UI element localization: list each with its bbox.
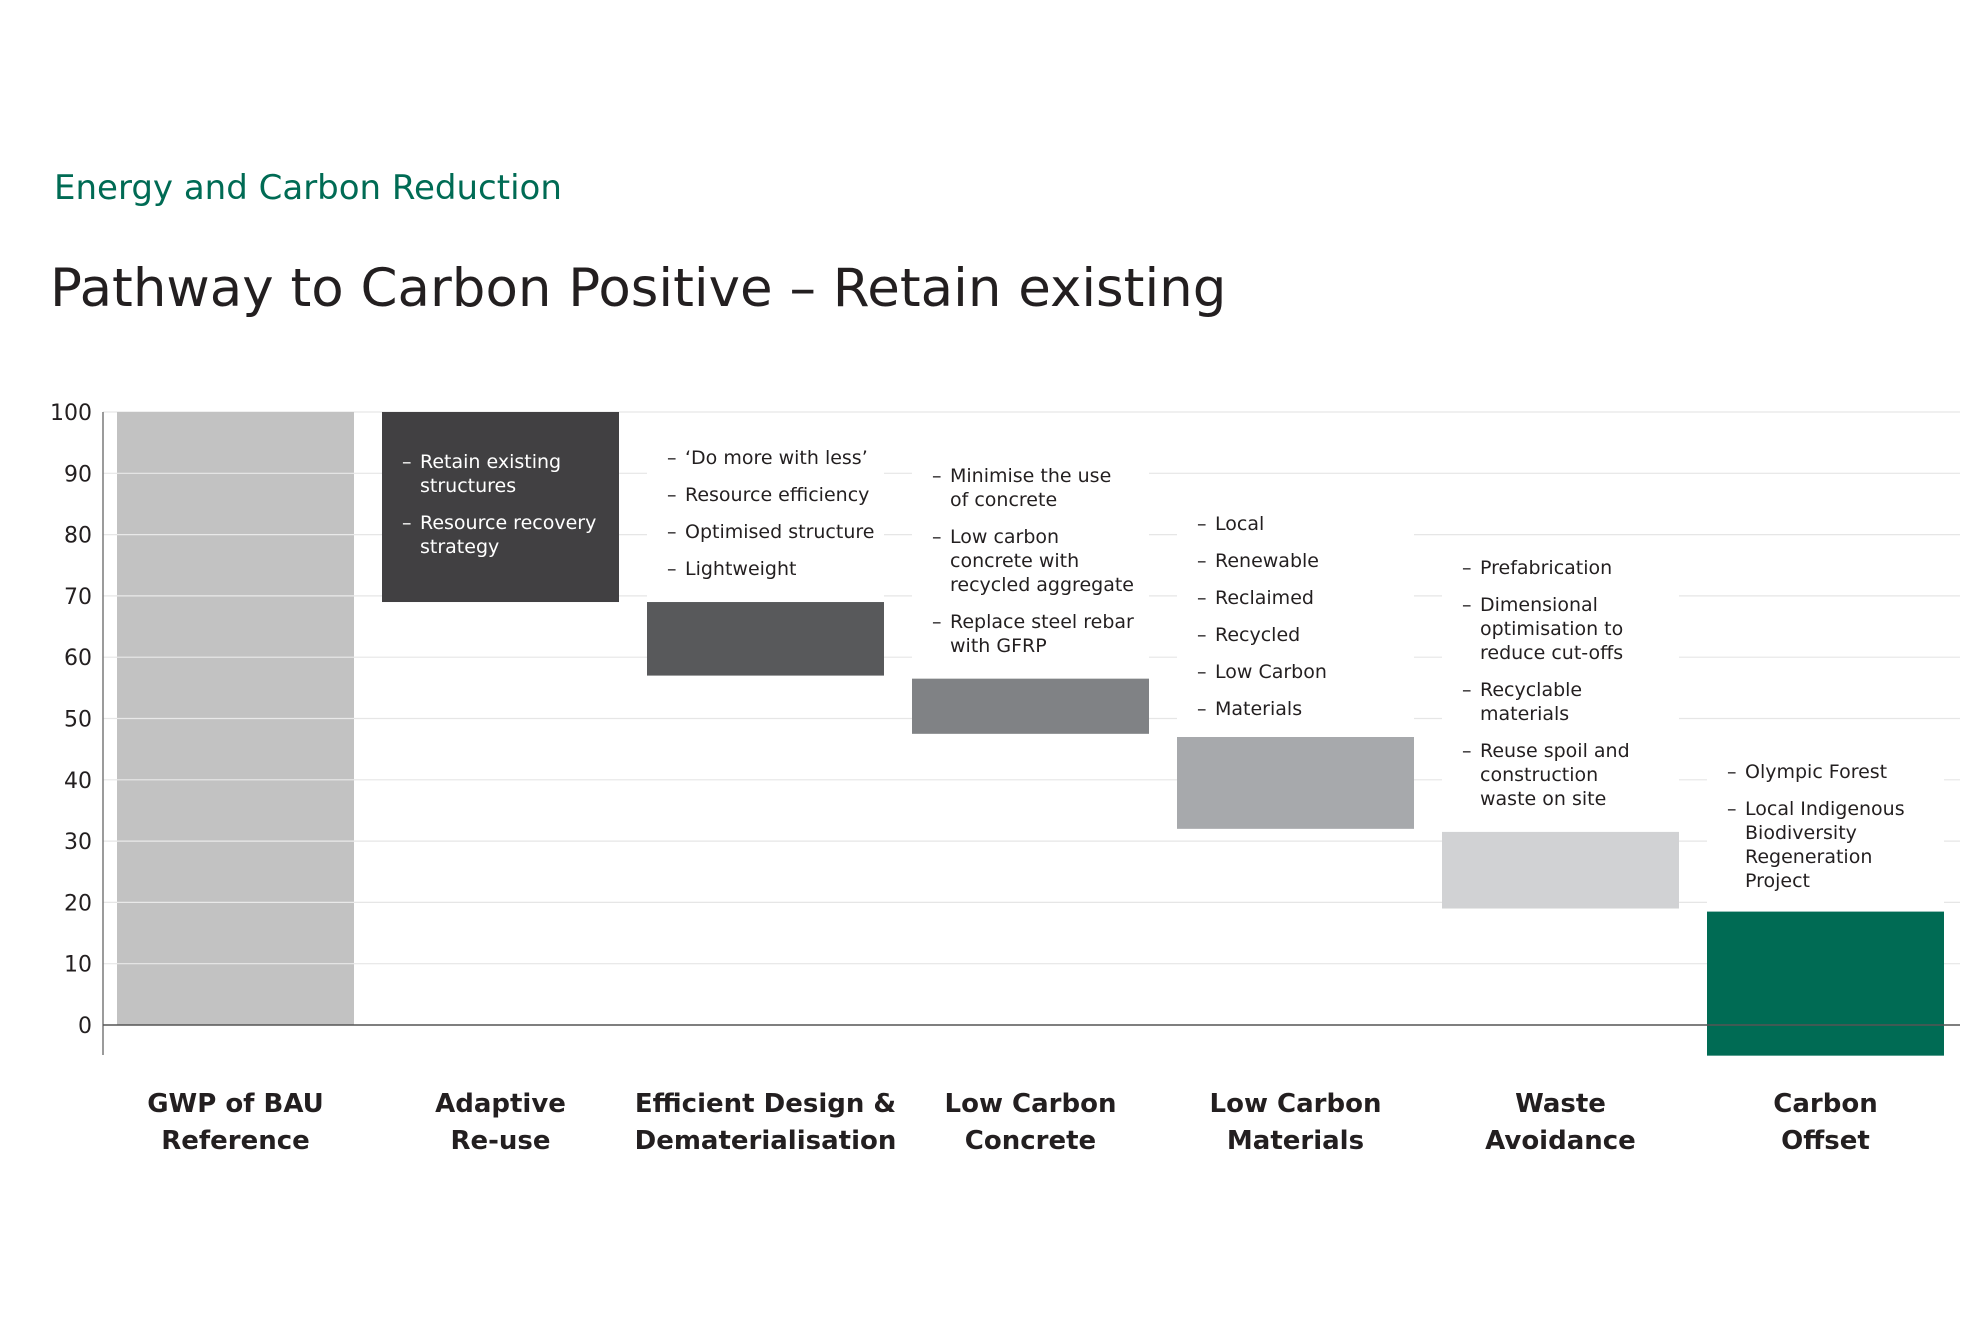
annotation-text: structures <box>420 475 516 497</box>
category-label: Low Carbon <box>945 1089 1117 1119</box>
annotation-text: concrete with <box>950 550 1079 572</box>
annotation-bullet: – <box>1727 761 1737 783</box>
annotation-bullet: – <box>667 484 677 506</box>
annotation-bullet: – <box>1727 798 1737 820</box>
category-label: Dematerialisation <box>635 1126 897 1156</box>
y-tick-label: 100 <box>50 401 92 426</box>
category-label: Materials <box>1227 1126 1364 1156</box>
y-tick-label: 40 <box>64 769 92 794</box>
bar <box>382 412 619 603</box>
annotation-text: Materials <box>1215 698 1302 720</box>
annotation-text: Replace steel rebar <box>950 611 1134 633</box>
annotation-text: reduce cut-offs <box>1480 642 1623 664</box>
annotation-bullet: – <box>1197 661 1207 683</box>
annotation-bullet: – <box>932 611 942 633</box>
y-tick-label: 30 <box>64 830 92 855</box>
annotation-bullet: – <box>667 558 677 580</box>
annotation-bullet: – <box>932 526 942 548</box>
category-label: Reference <box>161 1126 310 1156</box>
annotation-bullet: – <box>1462 557 1472 579</box>
y-tick-label: 90 <box>64 462 92 487</box>
annotation-text: Olympic Forest <box>1745 761 1887 783</box>
category-label: Re-use <box>450 1126 550 1156</box>
annotation-text: Renewable <box>1215 550 1319 572</box>
category-label: Waste <box>1515 1089 1606 1119</box>
axes <box>102 412 1960 1055</box>
annotation-text: Reuse spoil and <box>1480 740 1630 762</box>
annotation-bullet: – <box>1197 513 1207 535</box>
annotation-text: waste on site <box>1480 788 1606 810</box>
annotation-text: optimisation to <box>1480 618 1623 640</box>
category-label: Concrete <box>965 1126 1096 1156</box>
annotation-text: Project <box>1745 870 1810 892</box>
annotation-text: strategy <box>420 536 499 558</box>
annotation-text: Recycled <box>1215 624 1300 646</box>
bar <box>1177 736 1414 829</box>
category-label: Efficient Design & <box>635 1089 896 1119</box>
annotation-text: recycled aggregate <box>950 574 1134 596</box>
annotation-bullet: – <box>1462 740 1472 762</box>
annotation-bullet: – <box>1197 624 1207 646</box>
category-label: GWP of BAU <box>147 1089 324 1119</box>
bar <box>1707 911 1944 1056</box>
category-label: Carbon <box>1773 1089 1877 1119</box>
bar <box>912 678 1149 734</box>
annotation-text: construction <box>1480 764 1598 786</box>
section-label: Energy and Carbon Reduction <box>54 168 562 208</box>
annotation-background <box>1442 546 1679 827</box>
annotation-text: Lightweight <box>685 558 796 580</box>
category-label: Offset <box>1781 1126 1870 1156</box>
annotation-bullet: – <box>667 521 677 543</box>
annotation-text: Minimise the use <box>950 465 1111 487</box>
annotation-text: Regeneration <box>1745 846 1872 868</box>
bar <box>1442 831 1679 909</box>
category-label: Adaptive <box>435 1089 566 1119</box>
y-tick-label: 0 <box>78 1014 92 1039</box>
annotation-bullet: – <box>1197 550 1207 572</box>
annotation-bullet: – <box>667 447 677 469</box>
annotation-text: Prefabrication <box>1480 557 1612 579</box>
annotation-text: Resource recovery <box>420 512 596 534</box>
category-label: Low Carbon <box>1210 1089 1382 1119</box>
y-tick-label: 10 <box>64 953 92 978</box>
bars <box>117 412 1944 1056</box>
annotation-text: Reclaimed <box>1215 587 1314 609</box>
annotation-text: Local Indigenous <box>1745 798 1905 820</box>
annotation-text: Local <box>1215 513 1264 535</box>
page-title: Pathway to Carbon Positive – Retain exis… <box>50 258 1227 319</box>
annotation-text: Optimised structure <box>685 521 874 543</box>
annotation-text: Resource efficiency <box>685 484 869 506</box>
annotation-background <box>1177 502 1414 737</box>
y-tick-label: 70 <box>64 585 92 610</box>
category-label: Avoidance <box>1485 1126 1636 1156</box>
annotation-bullet: – <box>402 512 412 534</box>
y-tick-label: 50 <box>64 708 92 733</box>
annotation-text: Retain existing <box>420 451 561 473</box>
annotation-text: Low Carbon <box>1215 661 1327 683</box>
annotation-text: Recyclable <box>1480 679 1582 701</box>
annotation-bullet: – <box>1197 587 1207 609</box>
annotation-bullet: – <box>1462 679 1472 701</box>
annotation-text: Biodiversity <box>1745 822 1857 844</box>
bar <box>647 602 884 676</box>
annotation-bullet: – <box>1462 594 1472 616</box>
y-tick-label: 80 <box>64 524 92 549</box>
annotation-text: Low carbon <box>950 526 1059 548</box>
annotation-text: ‘Do more with less’ <box>685 447 868 469</box>
annotation-text: with GFRP <box>950 635 1047 657</box>
annotation-text: Dimensional <box>1480 594 1598 616</box>
annotation-background <box>1707 750 1944 909</box>
annotation-background <box>912 454 1149 674</box>
y-tick-label: 60 <box>64 646 92 671</box>
y-tick-label: 20 <box>64 891 92 916</box>
annotation-background <box>647 436 884 597</box>
annotation-bullet: – <box>1197 698 1207 720</box>
annotation-bullet: – <box>402 451 412 473</box>
annotation-text: of concrete <box>950 489 1057 511</box>
annotation-bullet: – <box>932 465 942 487</box>
annotation-text: materials <box>1480 703 1569 725</box>
